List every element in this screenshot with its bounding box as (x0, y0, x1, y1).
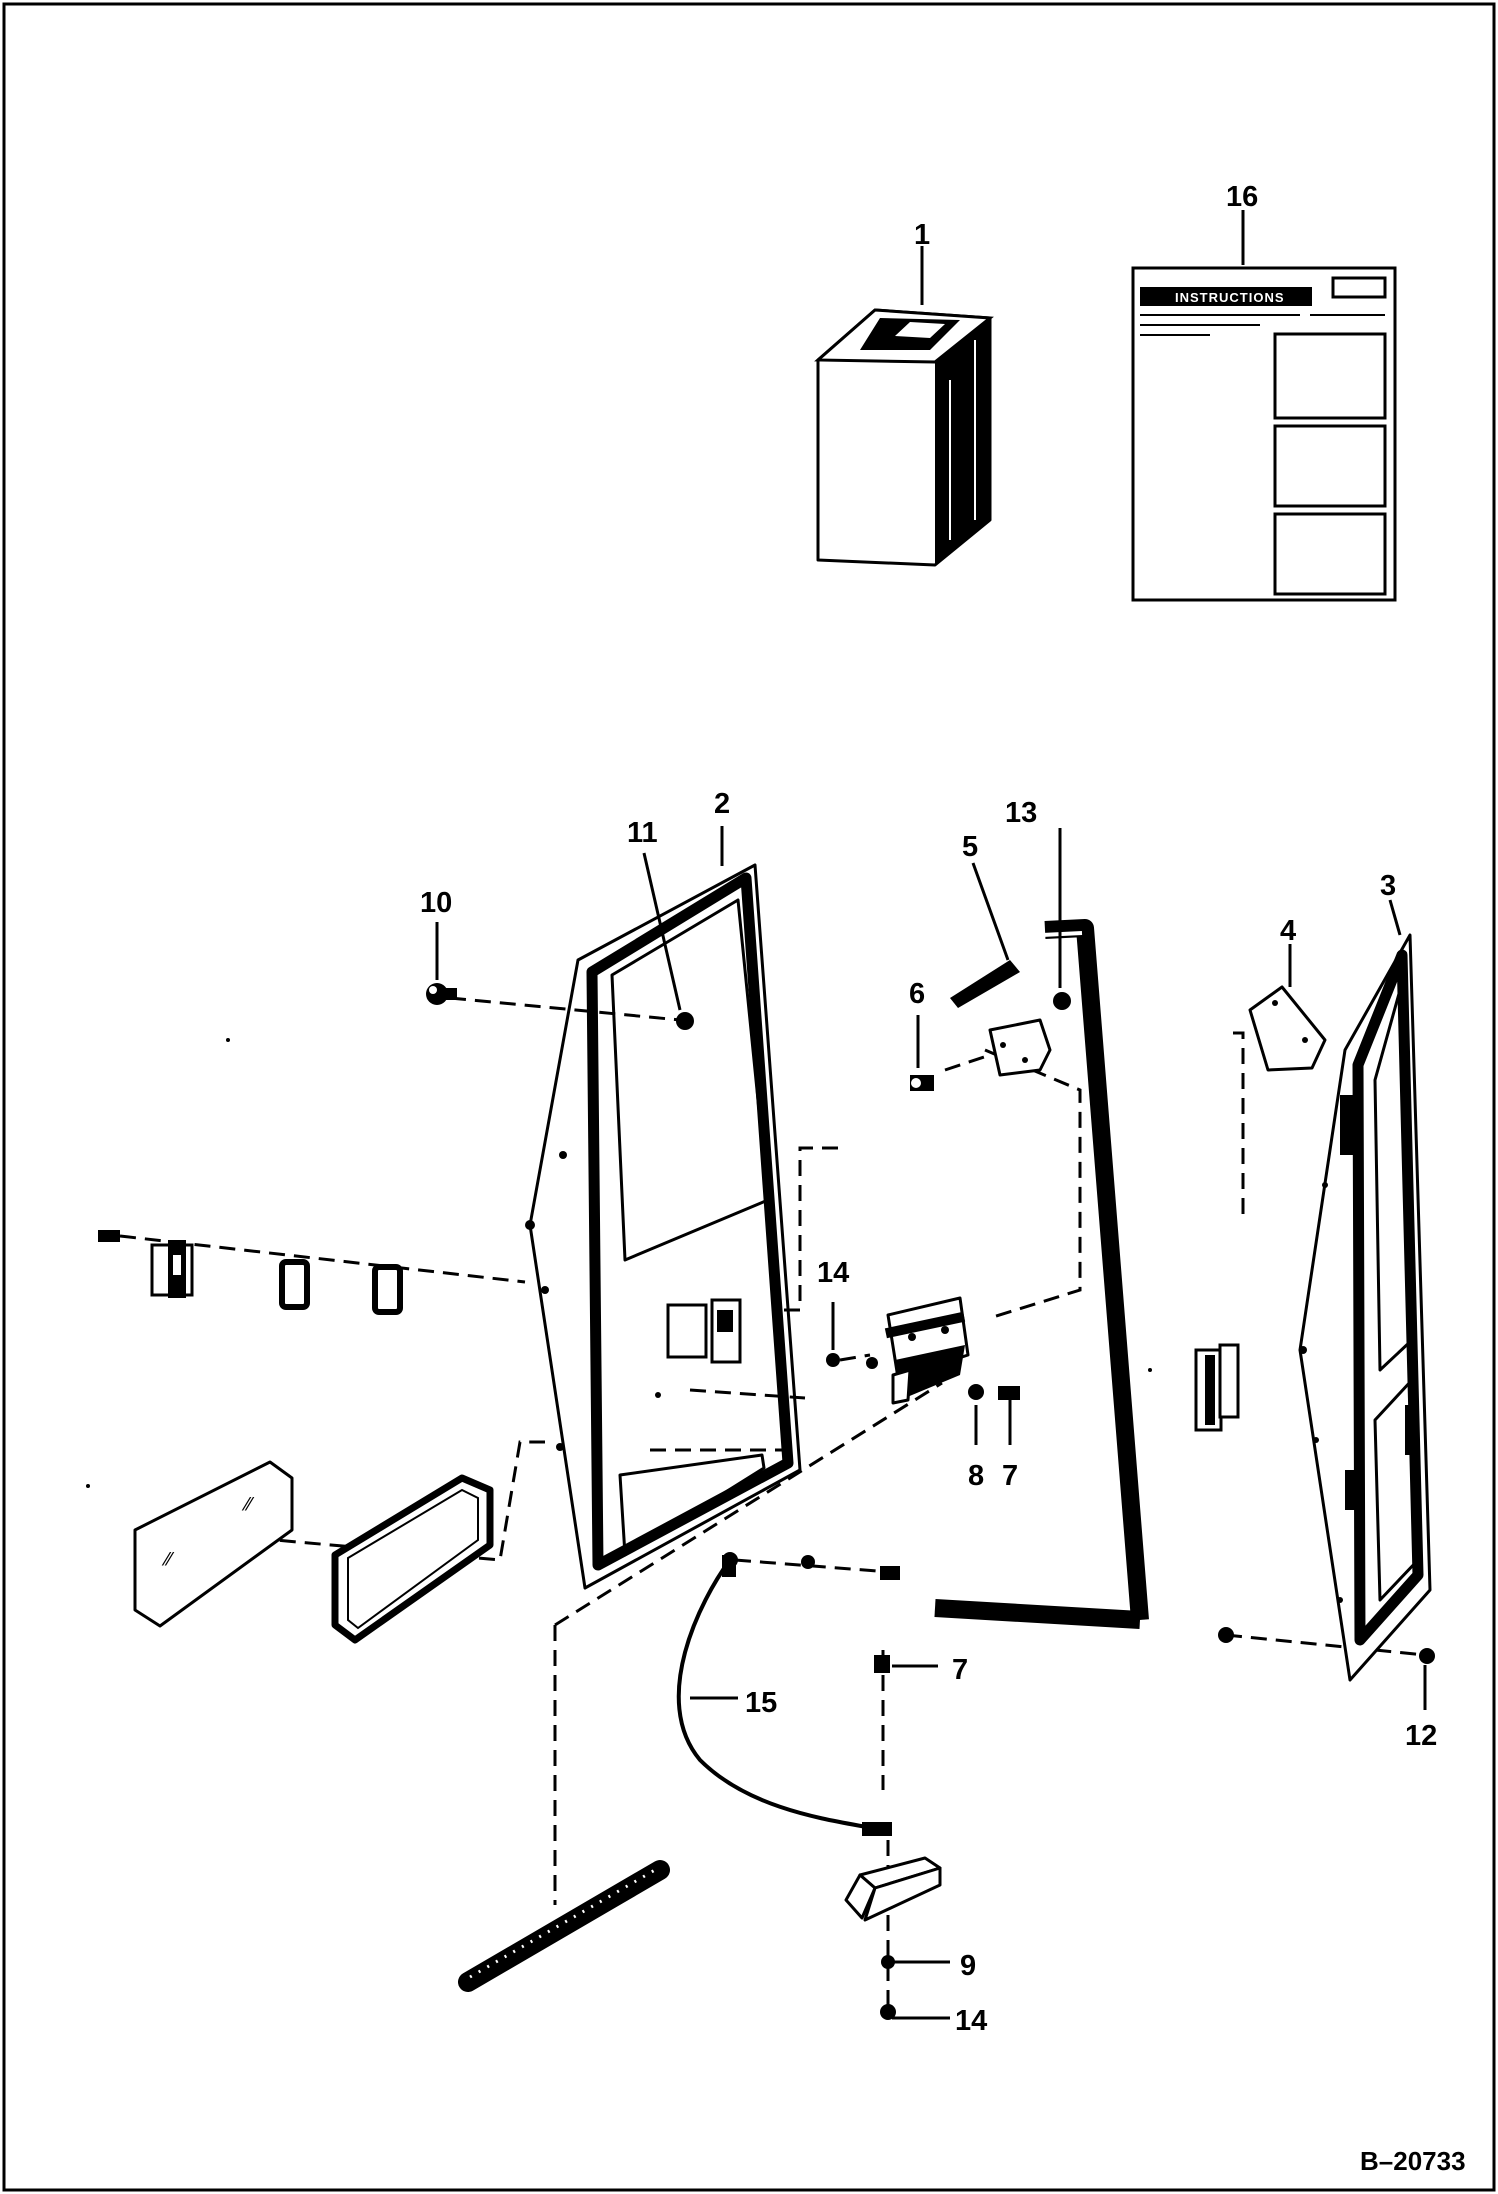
washer-right (1218, 1627, 1234, 1643)
callout-7-upper: 7 (1002, 1460, 1018, 1492)
callout-15: 15 (745, 1687, 777, 1719)
part-5-strip (950, 960, 1020, 1008)
callout-14-upper: 14 (817, 1257, 849, 1289)
washer-small (866, 1357, 878, 1369)
part-4-hinge-plate (1248, 985, 1327, 1072)
callout-5: 5 (962, 831, 978, 863)
callout-13: 13 (1005, 797, 1037, 829)
part-2-door-frame (525, 863, 802, 1590)
part-14-nut-lower (880, 2004, 896, 2020)
lower-bracket (844, 1856, 942, 1922)
part-1-box (814, 308, 994, 567)
part-14-washer-upper (826, 1353, 840, 1367)
callout-3: 3 (1380, 870, 1396, 902)
part-9-washer (881, 1955, 895, 1969)
callout-6: 6 (909, 978, 925, 1010)
part-15-cable (676, 1555, 892, 1836)
leader-lines (435, 210, 1427, 2020)
part-6-bolt (910, 1075, 934, 1091)
part-13-seal-fastener (1053, 992, 1071, 1010)
speck (1148, 1368, 1152, 1372)
speck (226, 1038, 230, 1042)
callout-11: 11 (627, 817, 658, 849)
callout-14-lower: 14 (955, 2005, 987, 2037)
window-glass-and-seal: ⁄⁄ ⁄⁄ (133, 1460, 494, 1644)
part-13-door-seal (934, 919, 1149, 1629)
callout-8: 8 (968, 1460, 984, 1492)
callout-16: 16 (1226, 181, 1258, 213)
speck (86, 1484, 90, 1488)
part-7-screw-upper (998, 1386, 1020, 1400)
part-12-nut (1419, 1648, 1435, 1664)
callout-7-lower: 7 (952, 1654, 968, 1686)
callout-9: 9 (960, 1950, 976, 1982)
center-latch-assembly (884, 1296, 970, 1405)
callout-10: 10 (420, 887, 452, 919)
cable-fasteners (722, 1552, 900, 1580)
instruction-sheet-title: INSTRUCTIONS (1175, 290, 1285, 305)
callout-12: 12 (1405, 1720, 1437, 1752)
part-11-grommet (676, 1012, 694, 1030)
part-3-door (1298, 933, 1432, 1682)
bracket-upper (988, 1018, 1052, 1077)
figure-number: B–20733 (1360, 2146, 1466, 2176)
callout-2: 2 (714, 788, 730, 820)
latch-hardware-left (98, 1230, 403, 1315)
callout-labels: 1 16 2 11 10 5 13 6 4 3 14 8 7 7 15 9 14… (420, 181, 1437, 2037)
callout-4: 4 (1280, 915, 1296, 947)
bottom-seal-strip (458, 1860, 670, 1992)
part-10-bolt (426, 983, 457, 1005)
part-7-screw-lower (874, 1655, 890, 1673)
part-16-instruction-sheet: INSTRUCTIONS (1131, 266, 1397, 602)
callout-1: 1 (914, 219, 930, 251)
hinge-right (1194, 1343, 1240, 1432)
part-8-nut (968, 1384, 984, 1400)
